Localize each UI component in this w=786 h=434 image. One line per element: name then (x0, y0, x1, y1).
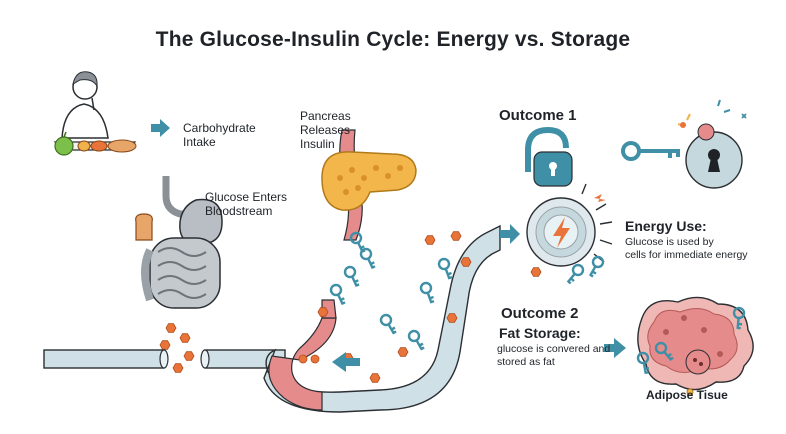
pancreas-line-2: Releases (300, 123, 351, 137)
carb-line-1: Carbohydrate (183, 121, 256, 135)
arrow-right-icon (604, 338, 626, 358)
pancreas-line-3: Insulin (300, 137, 335, 151)
bread-slice-icon (135, 213, 153, 241)
energy-desc-line-2: cells for immediate energy (625, 249, 748, 261)
fat-storage-description: glucose is convered and stored as fat (497, 343, 610, 369)
energy-desc-line-1: Glucose is used by (625, 236, 714, 248)
diagram-title: The Glucose-Insulin Cycle: Energy vs. St… (155, 28, 631, 51)
outcome-1-heading: Outcome 1 (499, 107, 577, 124)
fat-storage-heading: Fat Storage: (499, 325, 581, 341)
fat-desc-line-1: glucose is convered and (497, 343, 611, 355)
pancreas-line-1: Pancreas (300, 109, 351, 123)
digestive-system-icon (141, 176, 223, 309)
blood-vessel (43, 224, 501, 413)
arrow-right-icon (500, 224, 520, 244)
fat-desc-line-2: stored as fat (497, 356, 555, 368)
open-lock-icon (525, 126, 573, 187)
insulin-key-icon (328, 230, 379, 308)
arrow-right-icon (151, 119, 170, 137)
adipose-tissue-icon (637, 296, 754, 396)
energy-use-description: Glucose is used by cells for immediate e… (625, 236, 748, 262)
glucose-molecule-icon (298, 231, 472, 383)
cell-receptor-icon (677, 99, 747, 189)
outcome-2-heading: Outcome 2 (501, 305, 579, 322)
glucose-line-1: Glucose Enters (205, 190, 288, 204)
glucose-line-2: Bloodstream (205, 204, 273, 218)
arrow-left-icon (332, 352, 360, 372)
glucose-molecule-icon (530, 267, 542, 277)
glucose-enters-label: Glucose Enters Bloodstream (205, 190, 287, 218)
pancreas-icon (321, 129, 417, 241)
person-eating-icon (53, 71, 137, 156)
carbohydrate-intake-label: Carbohydrate Intake (183, 121, 256, 149)
carb-line-2: Intake (183, 135, 216, 149)
energized-cell-icon (526, 183, 613, 267)
pancreas-label: Pancreas Releases Insulin (300, 109, 351, 151)
insulin-key-icon (621, 141, 680, 161)
adipose-tissue-label: Adipose Tisue (646, 388, 728, 402)
energy-use-heading: Energy Use: (625, 218, 707, 234)
